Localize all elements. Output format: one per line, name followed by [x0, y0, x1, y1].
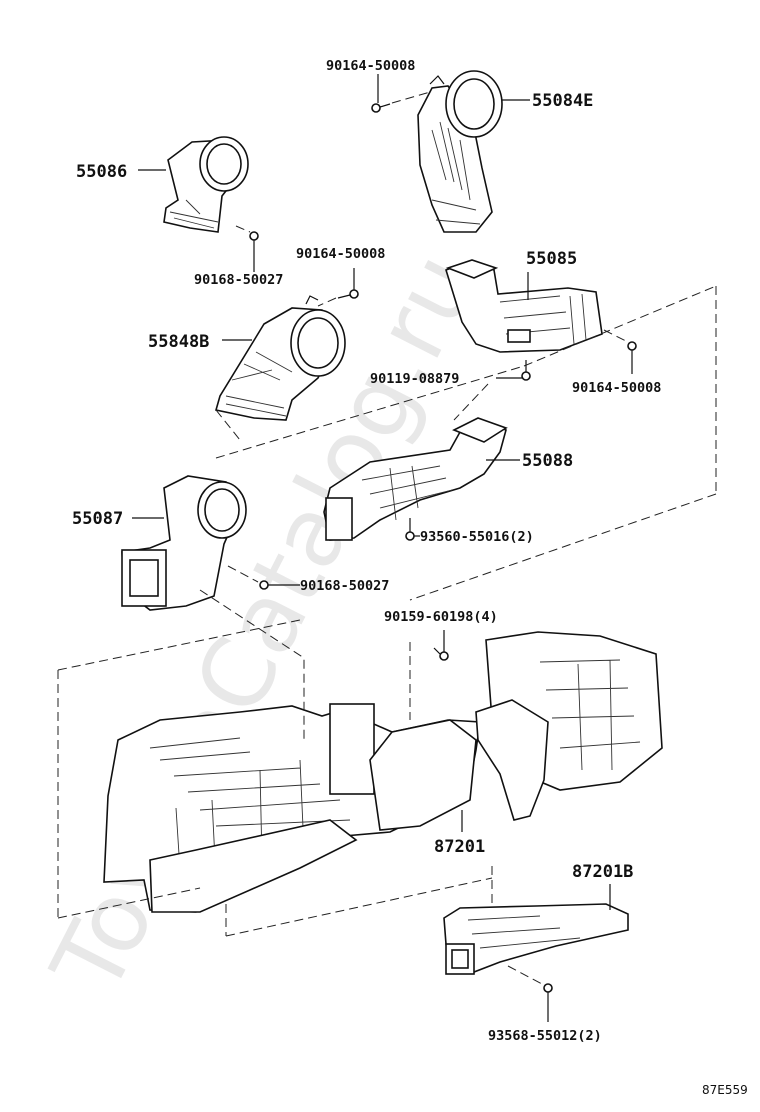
duct-87201b	[443, 903, 629, 975]
label-90164-50008-c: 90164-50008	[572, 380, 661, 396]
label-93568-55012: 93568-55012(2)	[488, 1028, 602, 1044]
bolt-90119-08879	[496, 360, 531, 381]
label-90159-60198: 90159-60198(4)	[384, 609, 498, 625]
label-90164-50008-a: 90164-50008	[326, 58, 415, 74]
bolt-90168-50027-a	[235, 225, 259, 272]
duct-55848b	[214, 295, 346, 421]
label-55085: 55085	[526, 249, 577, 269]
label-55084e: 55084E	[532, 91, 593, 111]
label-90119-08879: 90119-08879	[370, 371, 459, 387]
bolt-90164-50008-top	[371, 74, 431, 113]
label-90168-50027-b: 90168-50027	[300, 578, 389, 594]
label-55088: 55088	[522, 451, 573, 471]
bolt-90164-50008-mid	[317, 268, 359, 307]
label-55848b: 55848B	[148, 332, 209, 352]
screw-93568-55012	[507, 965, 553, 1022]
duct-55088	[323, 417, 508, 541]
bolt-90164-50008-right	[603, 329, 637, 374]
duct-55086	[163, 136, 249, 233]
label-90168-50027-a: 90168-50027	[194, 272, 283, 288]
label-87201: 87201	[434, 837, 485, 857]
label-90164-50008-b: 90164-50008	[296, 246, 385, 262]
duct-55087	[121, 475, 247, 611]
heater-unit-87201	[103, 631, 663, 913]
illustration-code: 87E559	[702, 1083, 748, 1097]
assembly-outline	[57, 285, 717, 937]
duct-55084e	[417, 70, 503, 233]
duct-55085	[445, 259, 603, 353]
screw-90159-60198	[433, 630, 449, 661]
label-87201b: 87201B	[572, 862, 633, 882]
label-55086: 55086	[76, 162, 127, 182]
screw-93560-55016	[405, 518, 420, 541]
label-93560-55016: 93560-55016(2)	[420, 529, 534, 545]
bolt-90168-50027-b	[227, 565, 300, 590]
label-55087: 55087	[72, 509, 123, 529]
